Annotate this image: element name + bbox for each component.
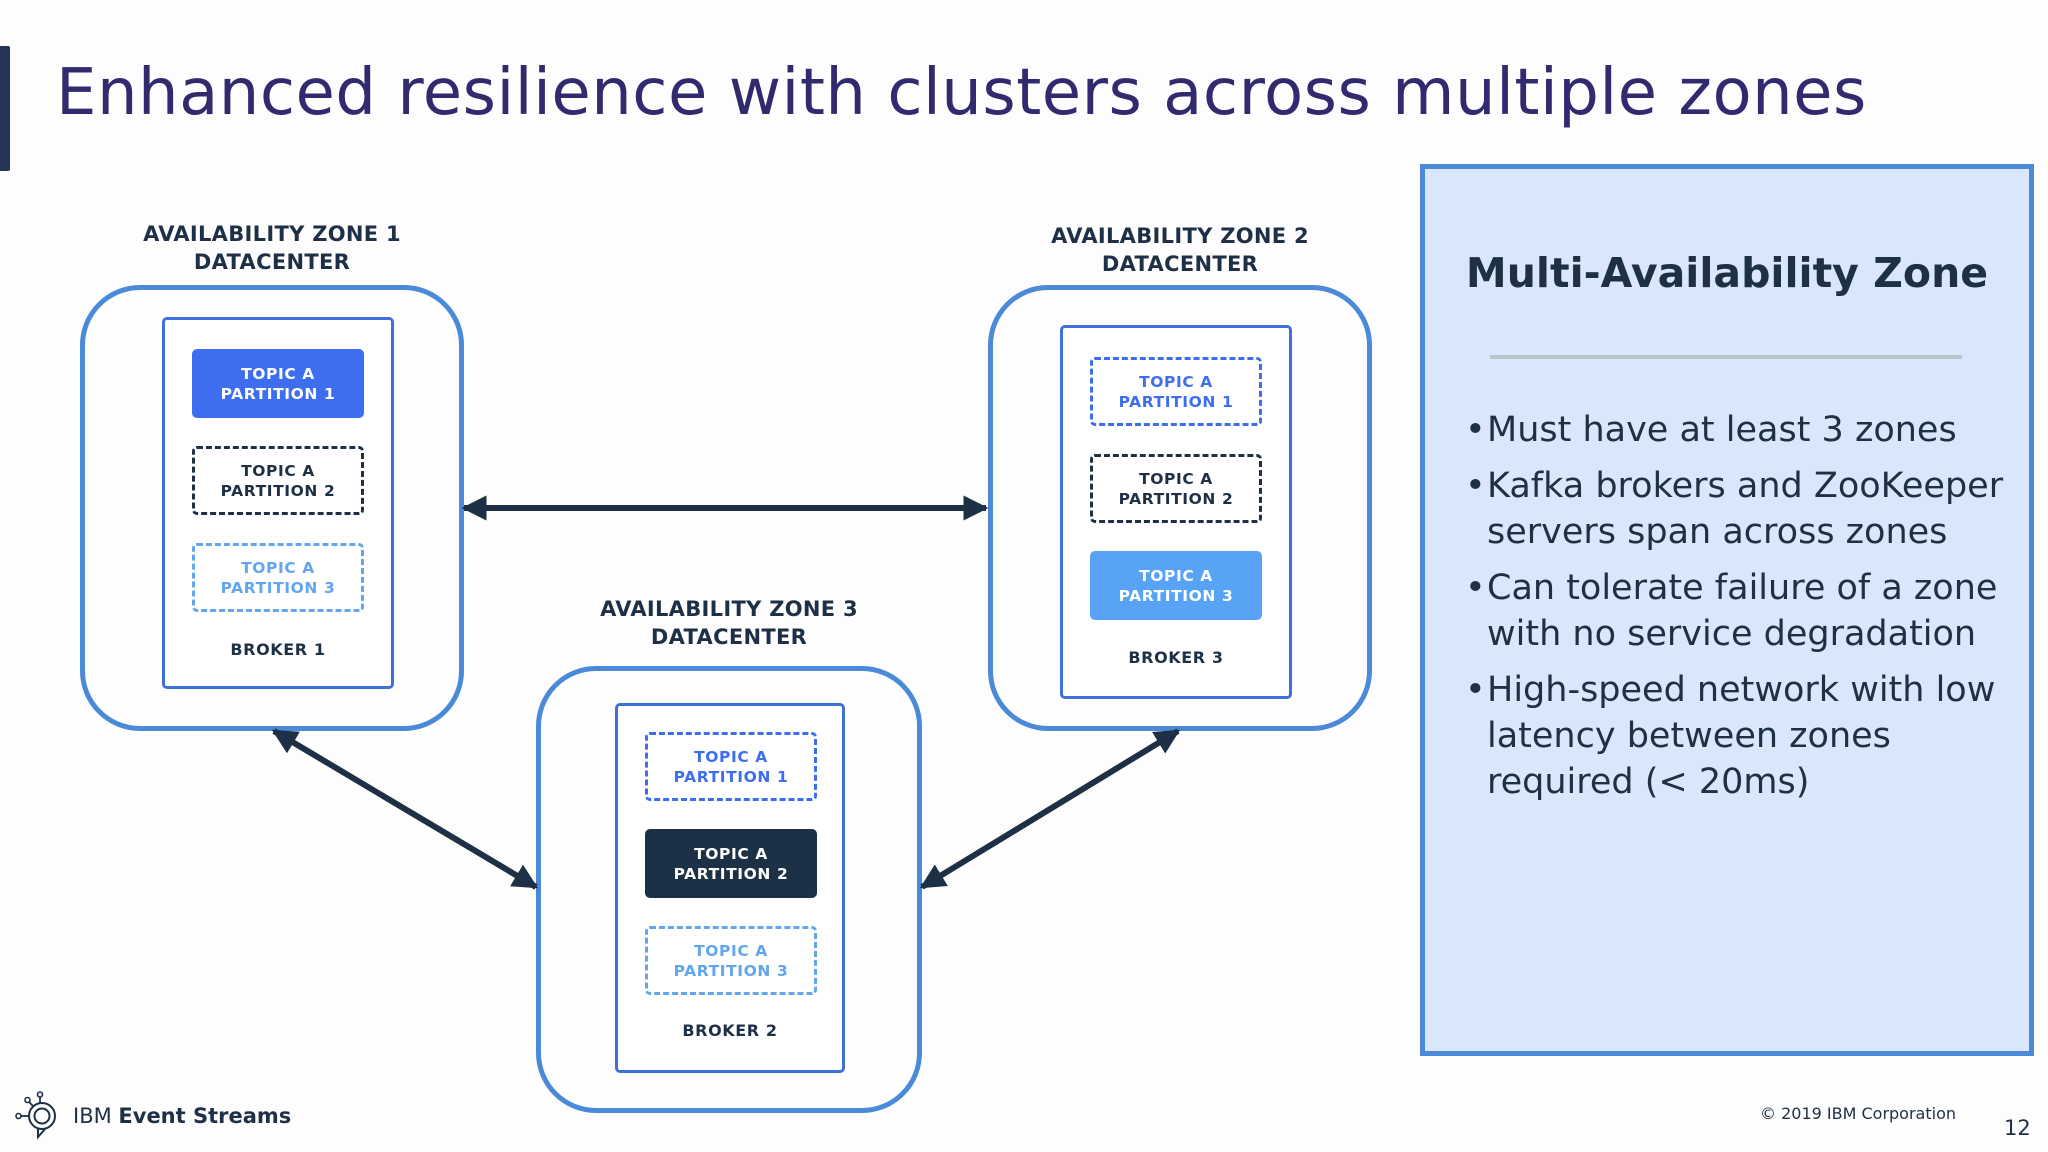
- partition-number: PARTITION 1: [1118, 392, 1234, 411]
- zone-3-datacenter: TOPIC A PARTITION 1 TOPIC A PARTITION 2 …: [536, 666, 922, 1113]
- copyright: © 2019 IBM Corporation: [1760, 1104, 1956, 1123]
- partition-number: PARTITION 2: [673, 864, 789, 883]
- bullet-text: High-speed network with low latency betw…: [1487, 670, 1996, 802]
- bullet-icon: •: [1465, 568, 1486, 608]
- partition-number: PARTITION 2: [1118, 489, 1234, 508]
- partition-topic: TOPIC A: [241, 558, 315, 577]
- zone-3-label-line1: AVAILABILITY ZONE 3: [600, 597, 858, 621]
- partition-topic: TOPIC A: [694, 844, 768, 863]
- partition-number: PARTITION 1: [220, 384, 336, 403]
- zone-2-partition-1-replica: TOPIC A PARTITION 1: [1090, 357, 1262, 426]
- zone-3-label-line2: DATACENTER: [650, 625, 808, 649]
- broker-2-label: BROKER 2: [682, 1021, 778, 1040]
- broker-1: TOPIC A PARTITION 1 TOPIC A PARTITION 2 …: [162, 317, 394, 689]
- panel-divider: [1490, 355, 1962, 359]
- panel-title: Multi-Availability Zone: [1465, 249, 1989, 297]
- page-number: 12: [2004, 1116, 2031, 1140]
- partition-number: PARTITION 2: [220, 481, 336, 500]
- partition-topic: TOPIC A: [241, 461, 315, 480]
- partition-topic: TOPIC A: [1139, 566, 1213, 585]
- zone-2-partition-2-replica: TOPIC A PARTITION 2: [1090, 454, 1262, 523]
- bullet-item: •High-speed network with low latency bet…: [1465, 667, 2025, 805]
- zone-3-partition-3-replica: TOPIC A PARTITION 3: [645, 926, 817, 995]
- arrow-zone3-zone2: [919, 728, 1181, 890]
- bullet-icon: •: [1465, 670, 1486, 710]
- broker-2: TOPIC A PARTITION 1 TOPIC A PARTITION 2 …: [615, 703, 845, 1073]
- zone-1-label: AVAILABILITY ZONE 1 DATACENTER: [120, 220, 424, 276]
- zone-2-label: AVAILABILITY ZONE 2 DATACENTER: [1028, 222, 1332, 278]
- partition-topic: TOPIC A: [694, 747, 768, 766]
- bullet-text: Kafka brokers and ZooKeeper servers span…: [1487, 466, 2004, 552]
- partition-number: PARTITION 1: [673, 767, 789, 786]
- partition-topic: TOPIC A: [694, 941, 768, 960]
- zone-1-datacenter: TOPIC A PARTITION 1 TOPIC A PARTITION 2 …: [80, 285, 464, 731]
- multi-az-panel: Multi-Availability Zone •Must have at le…: [1420, 164, 2034, 1056]
- panel-bullet-list: •Must have at least 3 zones •Kafka broke…: [1465, 407, 2025, 815]
- zone-1-label-line1: AVAILABILITY ZONE 1: [143, 222, 401, 246]
- slide-title: Enhanced resilience with clusters across…: [56, 56, 1867, 130]
- bullet-item: •Kafka brokers and ZooKeeper servers spa…: [1465, 463, 2025, 555]
- brand-product: Event Streams: [118, 1104, 292, 1128]
- bullet-item: •Can tolerate failure of a zone with no …: [1465, 565, 2025, 657]
- zone-3-partition-2-leader: TOPIC A PARTITION 2: [645, 829, 817, 898]
- partition-number: PARTITION 3: [673, 961, 789, 980]
- bullet-text: Must have at least 3 zones: [1487, 410, 1957, 450]
- footer-brand: IBM Event Streams: [73, 1104, 291, 1128]
- zone-1-partition-3-replica: TOPIC A PARTITION 3: [192, 543, 364, 612]
- event-streams-logo-icon: [15, 1091, 56, 1140]
- partition-number: PARTITION 3: [220, 578, 336, 597]
- zone-1-label-line2: DATACENTER: [193, 250, 351, 274]
- partition-topic: TOPIC A: [241, 364, 315, 383]
- zone-3-partition-1-replica: TOPIC A PARTITION 1: [645, 732, 817, 801]
- bullet-text: Can tolerate failure of a zone with no s…: [1487, 568, 1998, 654]
- partition-topic: TOPIC A: [1139, 469, 1213, 488]
- zone-2-label-line1: AVAILABILITY ZONE 2: [1051, 224, 1309, 248]
- brand-prefix: IBM: [73, 1104, 112, 1128]
- title-accent-bar: [0, 46, 10, 171]
- partition-number: PARTITION 3: [1118, 586, 1234, 605]
- bullet-item: •Must have at least 3 zones: [1465, 407, 2025, 453]
- bullet-icon: •: [1465, 466, 1486, 506]
- zone-1-partition-1-leader: TOPIC A PARTITION 1: [192, 349, 364, 418]
- partition-topic: TOPIC A: [1139, 372, 1213, 391]
- zone-2-datacenter: TOPIC A PARTITION 1 TOPIC A PARTITION 2 …: [988, 285, 1372, 731]
- zone-1-partition-2-replica: TOPIC A PARTITION 2: [192, 446, 364, 515]
- broker-3: TOPIC A PARTITION 1 TOPIC A PARTITION 2 …: [1060, 325, 1292, 699]
- arrow-zone1-zone3: [271, 728, 539, 890]
- broker-3-label: BROKER 3: [1128, 648, 1224, 667]
- broker-1-label: BROKER 1: [230, 640, 326, 659]
- zone-2-partition-3-leader: TOPIC A PARTITION 3: [1090, 551, 1262, 620]
- zone-2-label-line2: DATACENTER: [1101, 252, 1259, 276]
- bullet-icon: •: [1465, 410, 1486, 450]
- zone-3-label: AVAILABILITY ZONE 3 DATACENTER: [577, 595, 881, 651]
